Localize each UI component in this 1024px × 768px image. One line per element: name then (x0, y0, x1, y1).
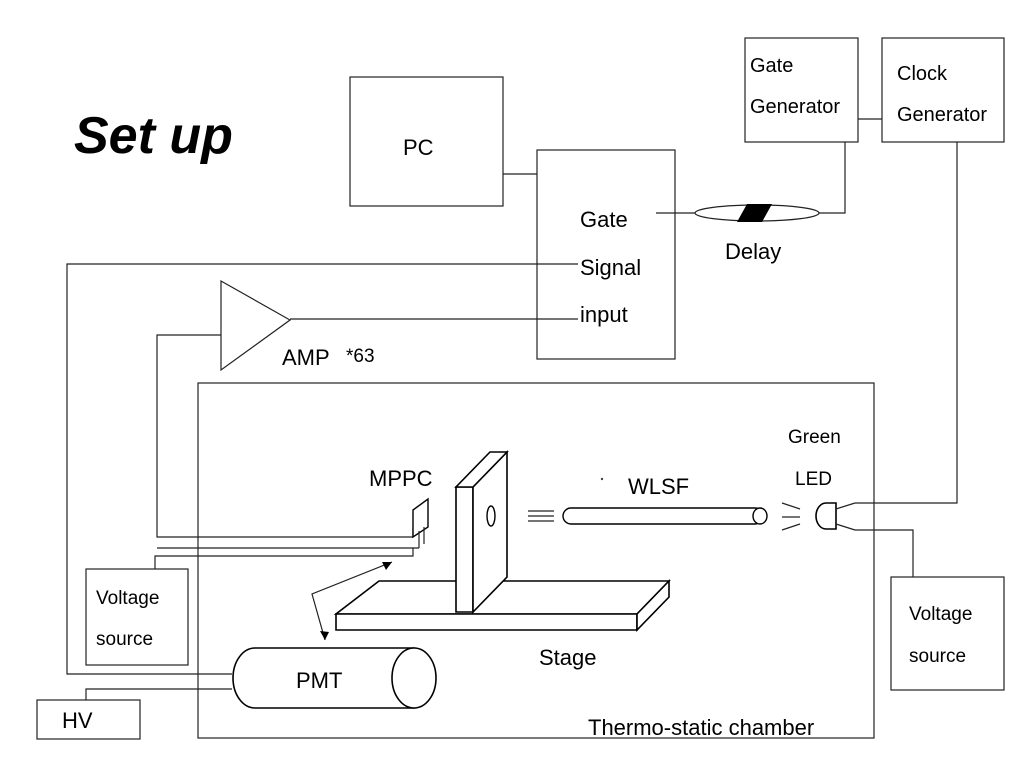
mppc-body (412, 497, 429, 539)
led-ray-3 (781, 523, 801, 531)
wlsf-label: WLSF (628, 474, 689, 499)
stage-top (333, 580, 671, 615)
stage-front (335, 613, 638, 631)
post-top (454, 451, 509, 488)
amp-triangle (220, 279, 292, 372)
movement-arrowhead-bottom (320, 631, 329, 640)
mppc-label: MPPC (369, 466, 433, 491)
hv-label: HV (62, 708, 93, 733)
stage-label: Stage (539, 645, 597, 670)
voltage-source-right (890, 576, 1005, 691)
delay-label: Delay (725, 239, 781, 264)
green-led-body (815, 502, 837, 530)
led-lead-bottom (835, 523, 856, 531)
post-hole (486, 505, 496, 527)
thermo-static-chamber (197, 382, 875, 739)
led-lead-top (835, 502, 856, 510)
adc-gate-label: Gate (580, 207, 628, 232)
voltage-source-right-label-2: source (909, 646, 966, 667)
movement-arrow (311, 561, 393, 641)
voltage-source-left-wire (154, 548, 414, 569)
amp-gain-label: *63 (346, 346, 375, 367)
delay-to-gate-generator-wire (819, 142, 846, 214)
led-ray-1 (781, 502, 801, 510)
clock-generator-label-2: Generator (897, 104, 987, 126)
adc-box (536, 149, 676, 360)
chamber-label: Thermo-static chamber (588, 715, 814, 740)
gate-generator-label-1: Gate (750, 55, 793, 77)
gate-generator-box (744, 37, 859, 143)
green-led-label-1: Green (788, 427, 841, 448)
hv-box (36, 699, 141, 740)
stage-side (636, 579, 670, 632)
post-front (455, 486, 474, 613)
pc-box (349, 76, 504, 207)
green-led-label-2: LED (795, 469, 832, 490)
adc-signal-label: Signal (580, 255, 641, 280)
clock-generator-label-1: Clock (897, 63, 948, 85)
wlsf-fiber (562, 507, 764, 525)
pmt-body (232, 647, 415, 709)
led-to-voltage-wire (855, 529, 914, 577)
voltage-source-right-label-1: Voltage (909, 604, 972, 625)
gate-generator-label-2: Generator (750, 96, 840, 118)
adc-input-label: input (580, 302, 628, 327)
voltage-source-left-label-1: Voltage (96, 588, 159, 609)
voltage-source-left (85, 568, 189, 666)
clock-to-led-wire (855, 142, 958, 504)
voltage-source-left-label-2: source (96, 629, 153, 650)
page-title: Set up (74, 107, 233, 165)
wlsf-fiber-end (752, 507, 768, 525)
pc-label: PC (403, 135, 434, 160)
hv-to-pmt-wire (85, 688, 232, 700)
movement-arrowhead-top (382, 562, 392, 570)
wlsf-dot (600, 477, 604, 481)
pmt-window (391, 647, 437, 709)
clock-generator-box (881, 37, 1005, 143)
pmt-signal-wire (66, 263, 578, 675)
amp-label: AMP (282, 345, 330, 370)
delay-marker (737, 204, 772, 222)
pmt-label: PMT (296, 668, 342, 693)
